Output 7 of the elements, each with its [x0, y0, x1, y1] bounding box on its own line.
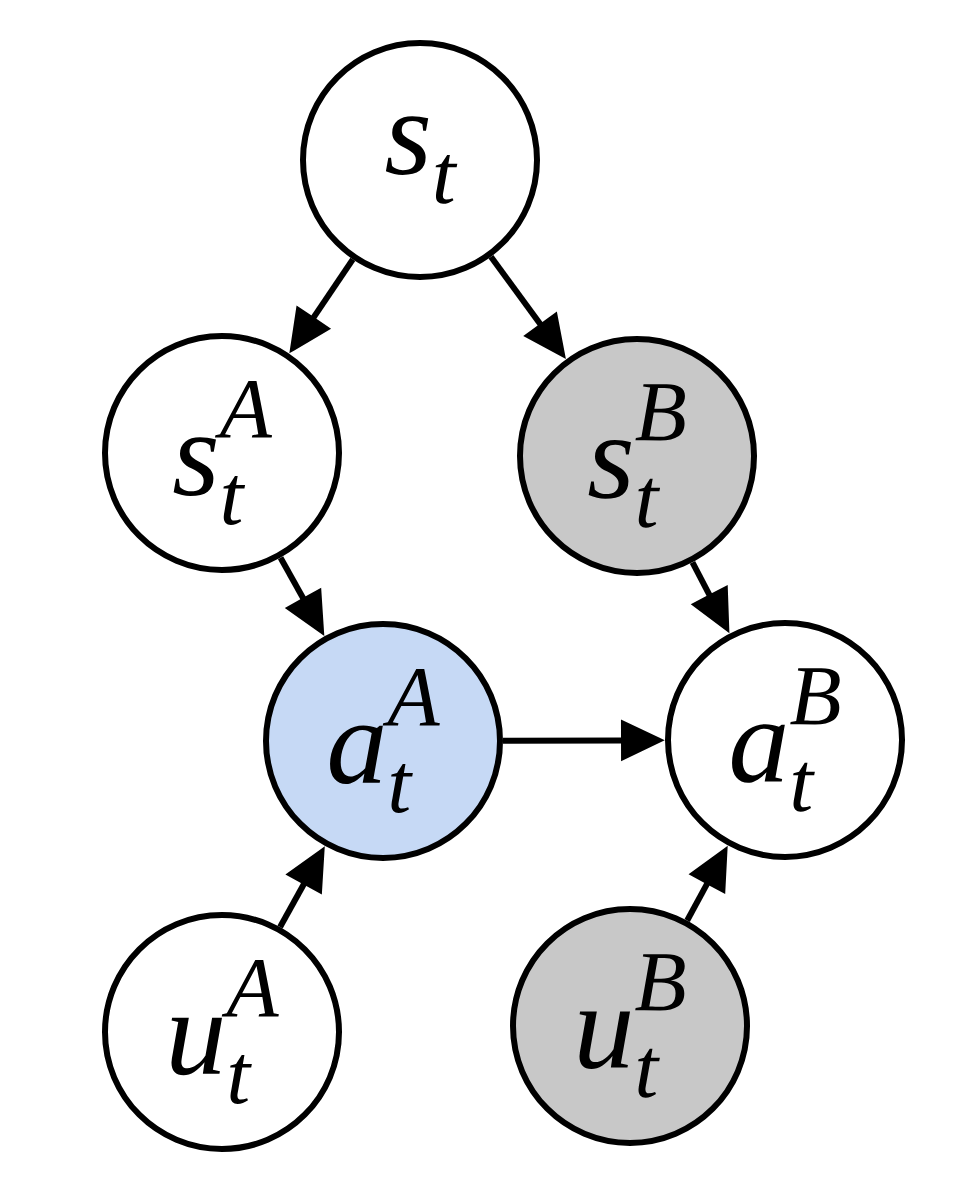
circle-node: s$^{A}$t	[102, 333, 342, 573]
circle-node: a$^{A}$t	[263, 621, 503, 861]
circle-node: a$^{B}$t	[665, 620, 905, 860]
circle-node: s$^{B}$t	[517, 336, 757, 576]
circle-node: u$^{A}$t	[102, 912, 342, 1152]
circle-node: s$_{t}$	[300, 40, 540, 280]
circle-node: u$^{B}$t	[510, 906, 750, 1146]
